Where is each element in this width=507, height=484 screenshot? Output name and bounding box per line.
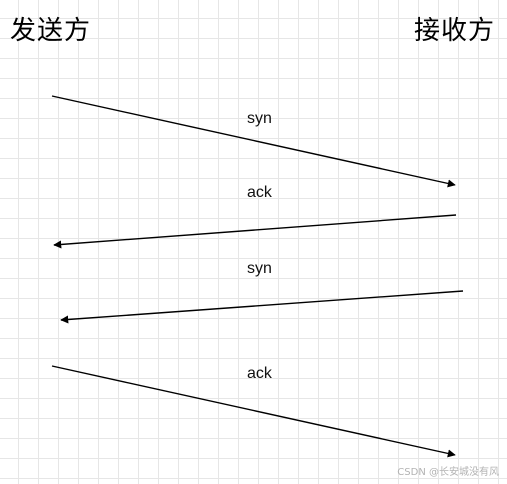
sender-title: 发送方 — [10, 16, 92, 46]
message-label-1: syn — [247, 110, 272, 127]
message-arrow-4 — [51, 365, 456, 458]
receiver-title: 接收方 — [413, 16, 495, 46]
message-arrow-2 — [53, 214, 457, 249]
message-arrow-3 — [60, 290, 464, 324]
message-label-4: ack — [247, 365, 273, 382]
message-label-2: ack — [247, 184, 273, 201]
watermark: CSDN @长安城没有风 — [397, 467, 499, 478]
message-arrow-1 — [51, 95, 456, 188]
message-label-3: syn — [247, 260, 272, 277]
